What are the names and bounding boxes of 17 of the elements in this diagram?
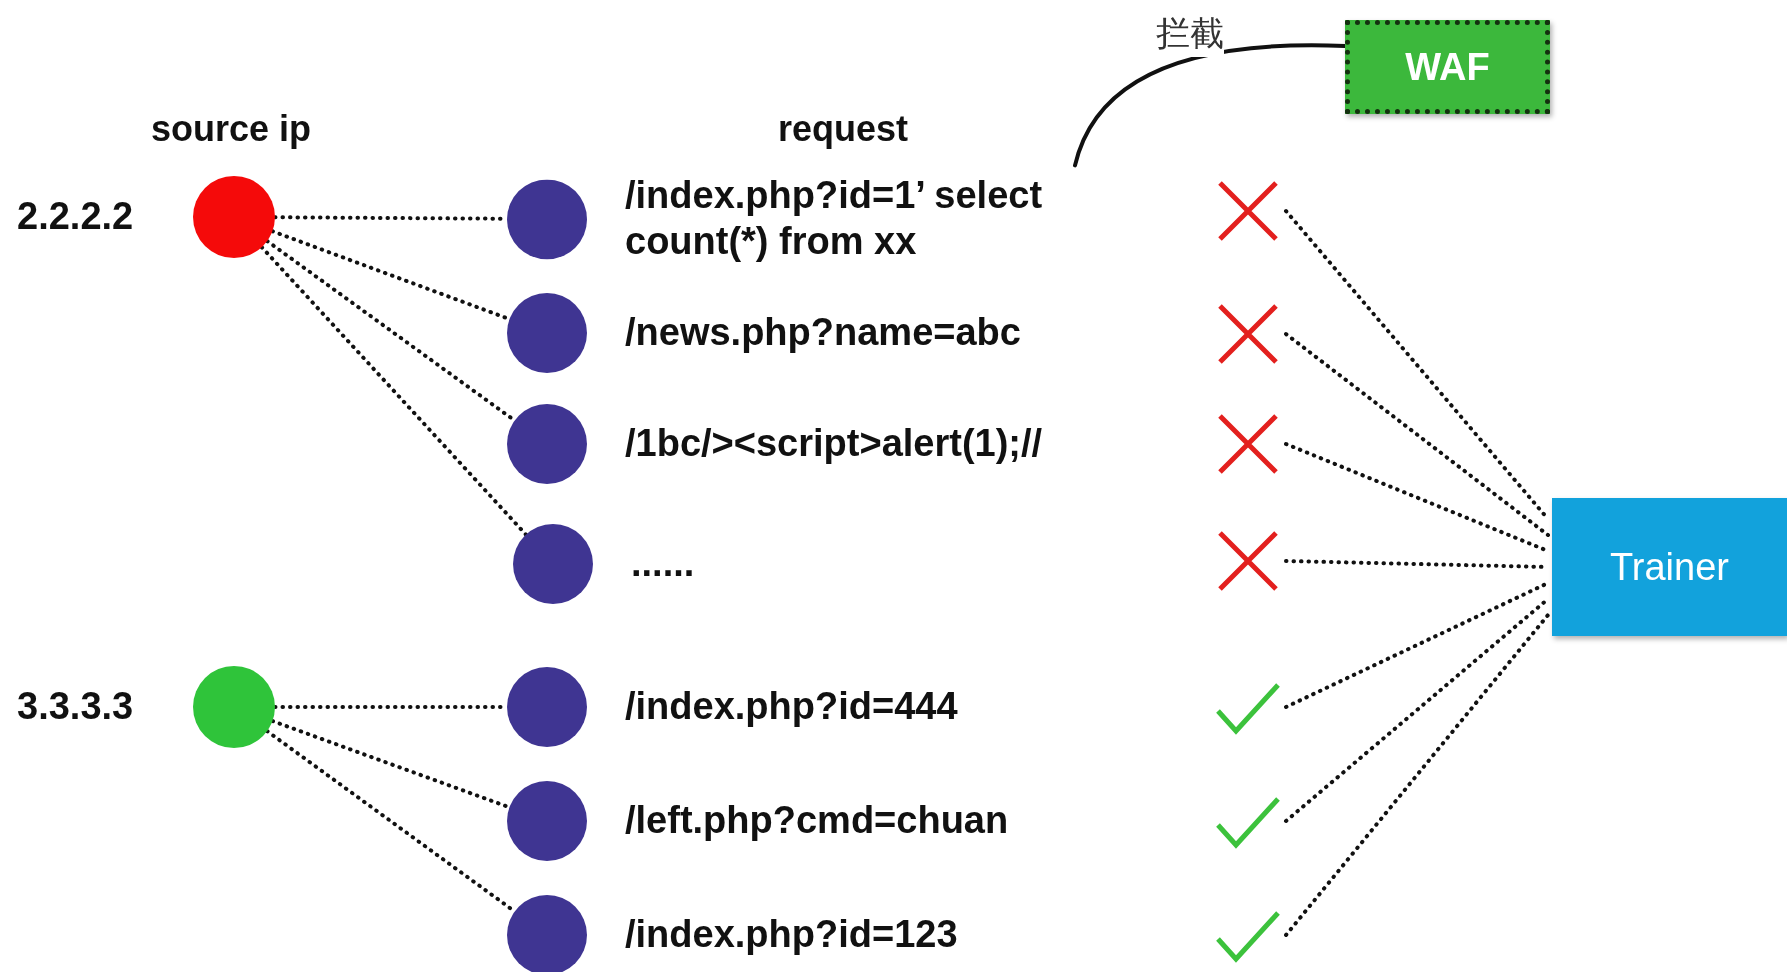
- column-heading: request: [778, 107, 908, 151]
- dotted-line: [1284, 332, 1550, 537]
- request-text: /left.php?cmd=chuan: [625, 798, 1009, 844]
- ip-address: 3.3.3.3: [17, 684, 134, 730]
- process-box: Trainer: [1552, 498, 1787, 636]
- column-heading: source ip: [150, 107, 312, 151]
- ip-address: 2.2.2.2: [17, 194, 134, 240]
- request-text: /index.php?id=123: [625, 912, 958, 958]
- dotted-line: [1284, 613, 1550, 937]
- process-box: WAF: [1345, 20, 1550, 114]
- request-text: /news.php?name=abc: [625, 310, 1021, 356]
- request-text: /index.php?id=1’ select count(*) from xx: [625, 173, 1044, 264]
- request-text: ......: [631, 541, 695, 587]
- curved-line: [1073, 43, 1347, 168]
- request-text: /1bc/><script>alert(1);//: [625, 421, 1043, 467]
- request-text: /index.php?id=444: [625, 684, 958, 730]
- dotted-line: [259, 245, 528, 537]
